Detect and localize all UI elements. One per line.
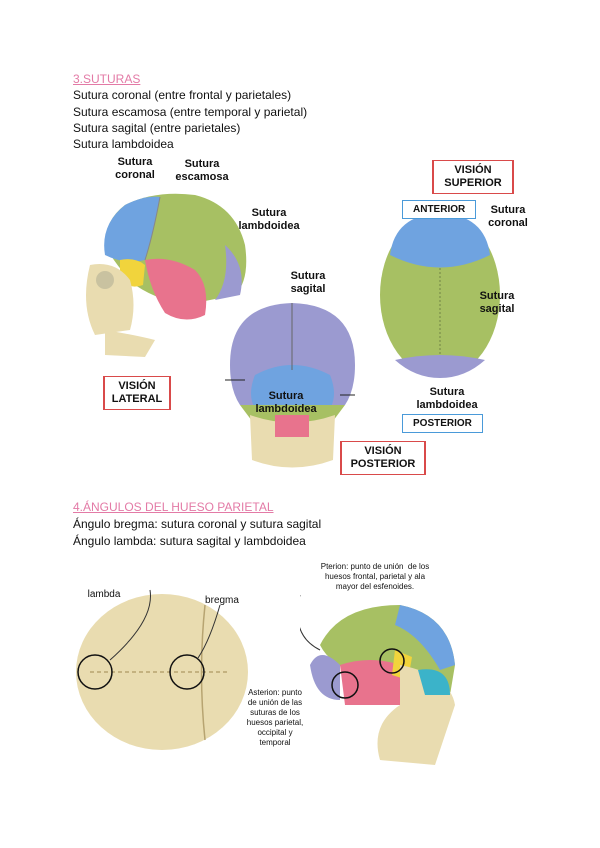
label-sutura-sagital-posterior: Sutura sagital [290, 270, 326, 295]
angle-line-lambda: Ángulo lambda: sutura sagital y lambdoid… [73, 534, 306, 548]
label-lambda: lambda [87, 589, 121, 600]
asterion-description: Asterion: punto de unión de las suturas … [246, 688, 304, 747]
label-sutura-escamosa: Sutura escamosa [175, 158, 229, 183]
label-bregma: bregma [205, 595, 239, 606]
parietal-angles-skull-illustration [76, 589, 248, 750]
label-sutura-coronal-superior: Sutura coronal [488, 204, 528, 229]
suture-line-escamosa: Sutura escamosa (entre temporal y pariet… [73, 105, 308, 119]
posterior-skull-illustration [225, 303, 355, 468]
posterior-label-box: POSTERIOR [402, 414, 483, 433]
label-sutura-lambdoidea-lateral: Sutura lambdoidea [238, 207, 300, 232]
view-lateral-box: VISIÓN LATERAL [103, 376, 171, 410]
label-sutura-sagital-superior: Sutura sagital [479, 290, 515, 315]
superior-skull-illustration [380, 213, 500, 378]
label-sutura-coronal-lateral: Sutura coronal [115, 156, 155, 181]
view-posterior-box: VISIÓN POSTERIOR [340, 441, 426, 475]
pterion-asterion-skull-illustration [300, 595, 455, 765]
angle-line-bregma: Ángulo bregma: sutura coronal y sutura s… [73, 517, 322, 531]
section-angulos-title: 4.ÁNGULOS DEL HUESO PARIETAL [73, 500, 274, 514]
anterior-label-box: ANTERIOR [402, 200, 477, 219]
label-sutura-lambdoidea-posterior: Sutura lambdoidea [255, 390, 317, 415]
lateral-skull-illustration [86, 193, 247, 357]
label-sutura-lambdoidea-superior: Sutura lambdoidea [416, 386, 478, 411]
suture-line-sagital: Sutura sagital (entre parietales) [73, 121, 241, 135]
suture-line-lambdoidea: Sutura lambdoidea [73, 137, 174, 151]
section-suturas-title: 3.SUTURAS [73, 72, 141, 86]
pterion-description: Pterion: punto de unión de los huesos fr… [320, 562, 430, 591]
suture-line-coronal: Sutura coronal (entre frontal y parietal… [73, 88, 292, 102]
view-superior-box: VISIÓN SUPERIOR [432, 160, 514, 194]
